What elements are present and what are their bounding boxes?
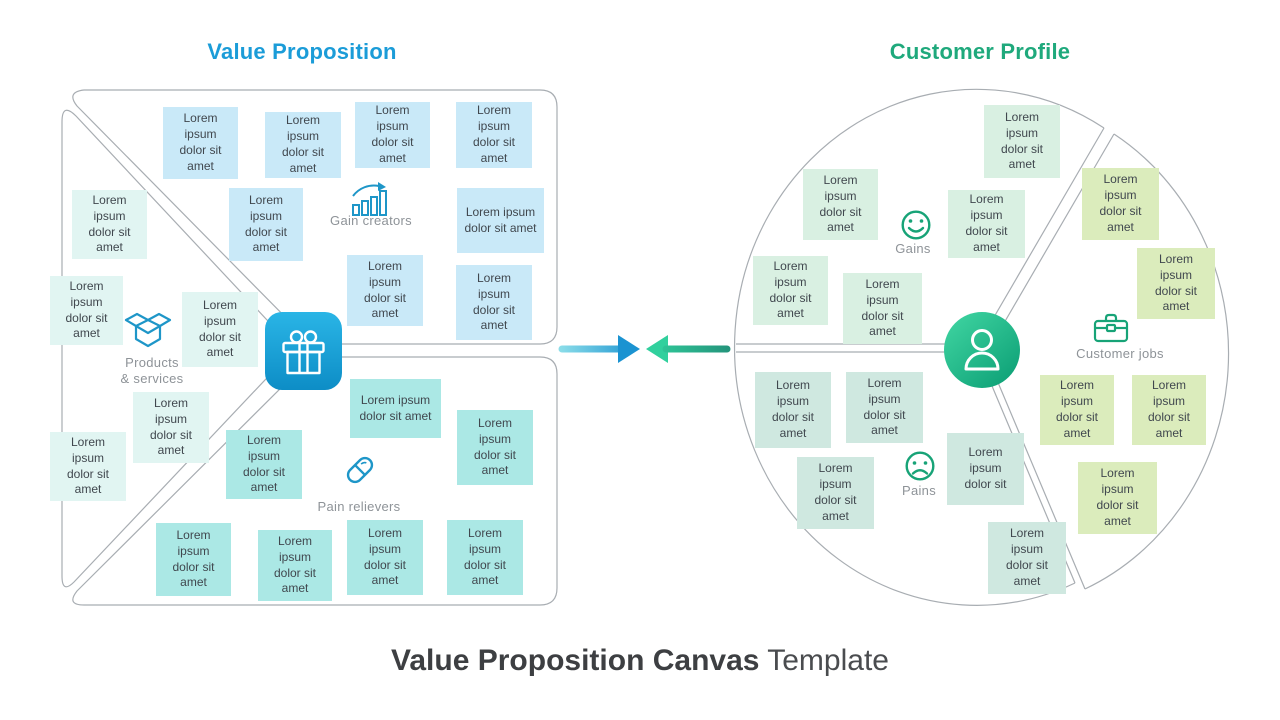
sticky-note[interactable]: Lorem ipsum dolor sit amet [988, 522, 1066, 594]
sticky-note[interactable]: Lorem ipsum dolor sit amet [456, 265, 532, 340]
pill-icon [341, 451, 379, 489]
gift-icon[interactable] [265, 312, 342, 390]
sticky-note[interactable]: Lorem ipsum dolor sit amet [797, 457, 874, 529]
sticky-note[interactable]: Lorem ipsum dolor sit amet [1078, 462, 1157, 534]
divider-downright-outer [985, 353, 1086, 590]
gains-label: Gains [895, 241, 931, 256]
sticky-note[interactable]: Lorem ipsum dolor sit amet [456, 102, 532, 168]
sticky-note[interactable]: Lorem ipsum dolor sit amet [347, 255, 423, 326]
gain-creators-label: Gain creators [330, 213, 412, 228]
sticky-note[interactable]: Lorem ipsum dolor sit amet [803, 169, 878, 240]
products-services-label-line2: & services [120, 370, 184, 386]
arrow-left-icon [646, 335, 731, 363]
sticky-note[interactable]: Lorem ipsum dolor sit amet [1132, 375, 1206, 445]
arrow-right-icon [558, 335, 640, 363]
sticky-note[interactable]: Lorem ipsum dolor sit amet [258, 530, 332, 601]
sticky-note[interactable]: Lorem ipsum dolor sit amet [753, 256, 828, 325]
sticky-note[interactable]: Lorem ipsum dolor sit amet [50, 432, 126, 501]
sticky-note[interactable]: Lorem ipsum dolor sit amet [355, 102, 430, 168]
sticky-note[interactable]: Lorem ipsum dolor sit amet [1040, 375, 1114, 445]
sticky-note[interactable]: Lorem ipsum dolor sit amet [846, 372, 923, 443]
customer-profile-heading: Customer Profile [889, 39, 1071, 64]
sticky-note[interactable]: Lorem ipsum dolor sit amet [1082, 168, 1159, 240]
pains-label: Pains [901, 483, 937, 498]
value-proposition-heading: Value Proposition [207, 39, 397, 64]
sticky-note[interactable]: Lorem ipsum dolor sit [947, 433, 1024, 505]
person-icon[interactable] [944, 312, 1020, 388]
pain-relievers-label: Pain relievers [317, 499, 401, 514]
sticky-note[interactable]: Lorem ipsum dolor sit amet [156, 523, 231, 596]
customer-jobs-slice-arc [1084, 133, 1230, 590]
sticky-note[interactable]: Lorem ipsum dolor sit amet [447, 520, 523, 595]
sticky-note[interactable]: Lorem ipsum dolor sit amet [843, 273, 922, 344]
sticky-note[interactable]: Lorem ipsum dolor sit amet [457, 188, 544, 253]
page-title-light: Template [767, 644, 889, 677]
products-services-label-line1: Products [125, 355, 179, 370]
sticky-note[interactable]: Lorem ipsum dolor sit amet [457, 410, 533, 485]
sticky-note[interactable]: Lorem ipsum dolor sit amet [350, 379, 441, 438]
products-services-label: Products & services [92, 355, 212, 386]
sad-face-icon [904, 450, 936, 482]
page-title-bold: Value Proposition Canvas [391, 644, 760, 677]
sticky-note[interactable]: Lorem ipsum dolor sit amet [163, 107, 238, 179]
sticky-note[interactable]: Lorem ipsum dolor sit amet [948, 190, 1025, 258]
bar-chart-growth-icon [350, 181, 390, 217]
sticky-note[interactable]: Lorem ipsum dolor sit amet [229, 188, 303, 261]
customer-circle-main-arc [733, 88, 1105, 606]
sticky-note[interactable]: Lorem ipsum dolor sit amet [226, 430, 302, 499]
sticky-note[interactable]: Lorem ipsum dolor sit amet [133, 392, 209, 463]
page-title: Value Proposition Canvas Template [0, 644, 1280, 678]
sticky-note[interactable]: Lorem ipsum dolor sit amet [182, 292, 258, 367]
sticky-note[interactable]: Lorem ipsum dolor sit amet [347, 520, 423, 595]
briefcase-icon [1092, 311, 1130, 345]
open-box-icon [124, 306, 172, 352]
sticky-note[interactable]: Lorem ipsum dolor sit amet [265, 112, 341, 178]
sticky-note[interactable]: Lorem ipsum dolor sit amet [1137, 248, 1215, 319]
smiley-face-icon [900, 209, 932, 241]
sticky-note[interactable]: Lorem ipsum dolor sit amet [50, 276, 123, 345]
gain-creators-section-outline [72, 89, 558, 345]
divider-upright-inner [975, 127, 1105, 349]
sticky-note[interactable]: Lorem ipsum dolor sit amet [984, 105, 1060, 178]
customer-jobs-label: Customer jobs [1076, 346, 1164, 361]
sticky-note[interactable]: Lorem ipsum dolor sit amet [755, 372, 831, 448]
sticky-note[interactable]: Lorem ipsum dolor sit amet [72, 190, 147, 259]
